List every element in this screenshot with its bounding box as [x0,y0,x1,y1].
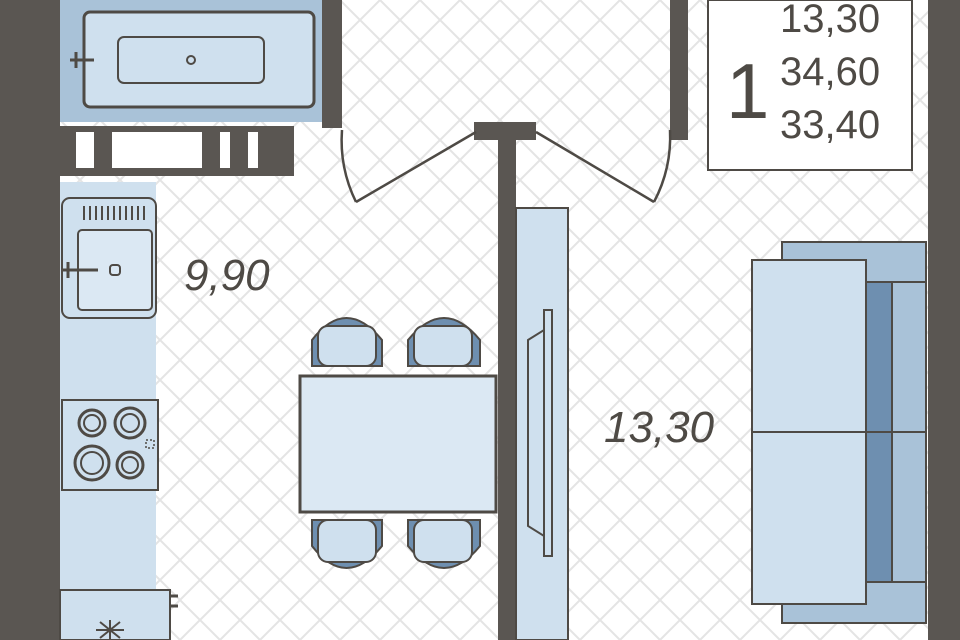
room-count: 1 [726,47,769,135]
chair-top-right [407,317,481,367]
chair-bottom-left [311,519,383,569]
interior-wall [498,130,516,640]
kitchen-door [340,129,477,204]
tv-unit [515,207,569,640]
bathroom-partition [60,126,294,176]
kitchen-area-label: 9,90 [184,251,270,300]
entry-door [535,129,672,204]
bathtub [60,0,322,122]
dining-table [298,374,498,514]
total-area-value: 34,60 [780,50,880,94]
chair-bottom-right [407,519,481,569]
kitchen-sink [61,197,157,319]
living-area-value: 13,30 [780,0,880,41]
entry-wall-left [670,0,688,140]
sofa [751,241,927,624]
door-lintel [474,122,536,140]
area-value-3: 33,40 [780,103,880,147]
fridge [59,589,178,640]
bath-wall-right [322,0,342,128]
entry-wall-right [928,0,960,640]
chair-top-left [311,317,383,367]
left-wall [0,0,60,640]
apartment-info-box: 1 13,30 34,60 33,40 [707,0,913,171]
stove [61,399,159,491]
living-room-area-label: 13,30 [604,403,715,452]
